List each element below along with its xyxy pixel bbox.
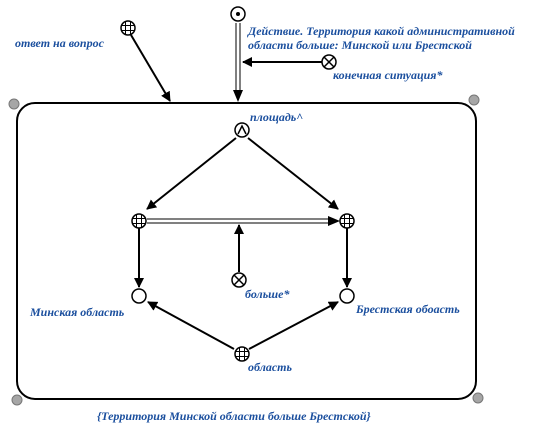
conclusion-label: {Территория Минской области больше Брест… [97,409,371,423]
caret-circle-icon [234,122,250,138]
brest-node[interactable] [339,288,355,304]
frame-corner-handle-top-right[interactable] [468,94,480,106]
action-node[interactable] [230,6,246,22]
grid-circle-icon [131,213,147,229]
grid-circle-icon [120,20,136,36]
minsk-label: Минская область [30,305,125,319]
action-label-line1: Действие. Территория какой административ… [248,24,515,38]
edge-answer-to-frame[interactable] [130,34,171,102]
region-node[interactable] [234,346,250,362]
area-minsk-node[interactable] [131,213,147,229]
final-situation-node[interactable] [321,54,337,70]
empty-circle-icon [339,288,355,304]
structure-frame[interactable] [16,102,477,400]
edge-area-to-area-minsk[interactable] [146,137,237,210]
edge-area-minsk-to-area-brest[interactable] [147,216,340,226]
cross-circle-icon [231,272,247,288]
bigger-node[interactable] [231,272,247,288]
grid-circle-icon [234,346,250,362]
area-node[interactable] [234,122,250,138]
empty-circle-icon [131,288,147,304]
minsk-node[interactable] [131,288,147,304]
frame-corner-handle-top-left[interactable] [8,98,20,110]
edge-area-to-area-brest[interactable] [247,137,339,210]
edges [130,23,352,350]
frame-corner-handle-bottom-left[interactable] [11,394,23,406]
dot-circle-icon [230,6,246,22]
answer-label: ответ на вопрос [15,36,104,50]
area-brest-node[interactable] [339,213,355,229]
action-label-line2: области больше: Минской или Брестской [248,38,472,52]
edge-action-to-frame[interactable] [233,23,243,102]
cross-circle-icon [321,54,337,70]
edge-region-to-brest[interactable] [248,301,339,350]
grid-circle-icon [339,213,355,229]
region-label: область [248,360,292,374]
frame-corner-handle-bottom-right[interactable] [472,392,484,404]
brest-label: Брестская обоасть [356,302,460,316]
answer-node[interactable] [120,20,136,36]
bigger-label: больше* [245,287,290,301]
final-situation-label: конечная ситуация* [333,68,443,82]
edge-region-to-minsk[interactable] [147,301,235,350]
area-label: площадь^ [250,110,304,124]
